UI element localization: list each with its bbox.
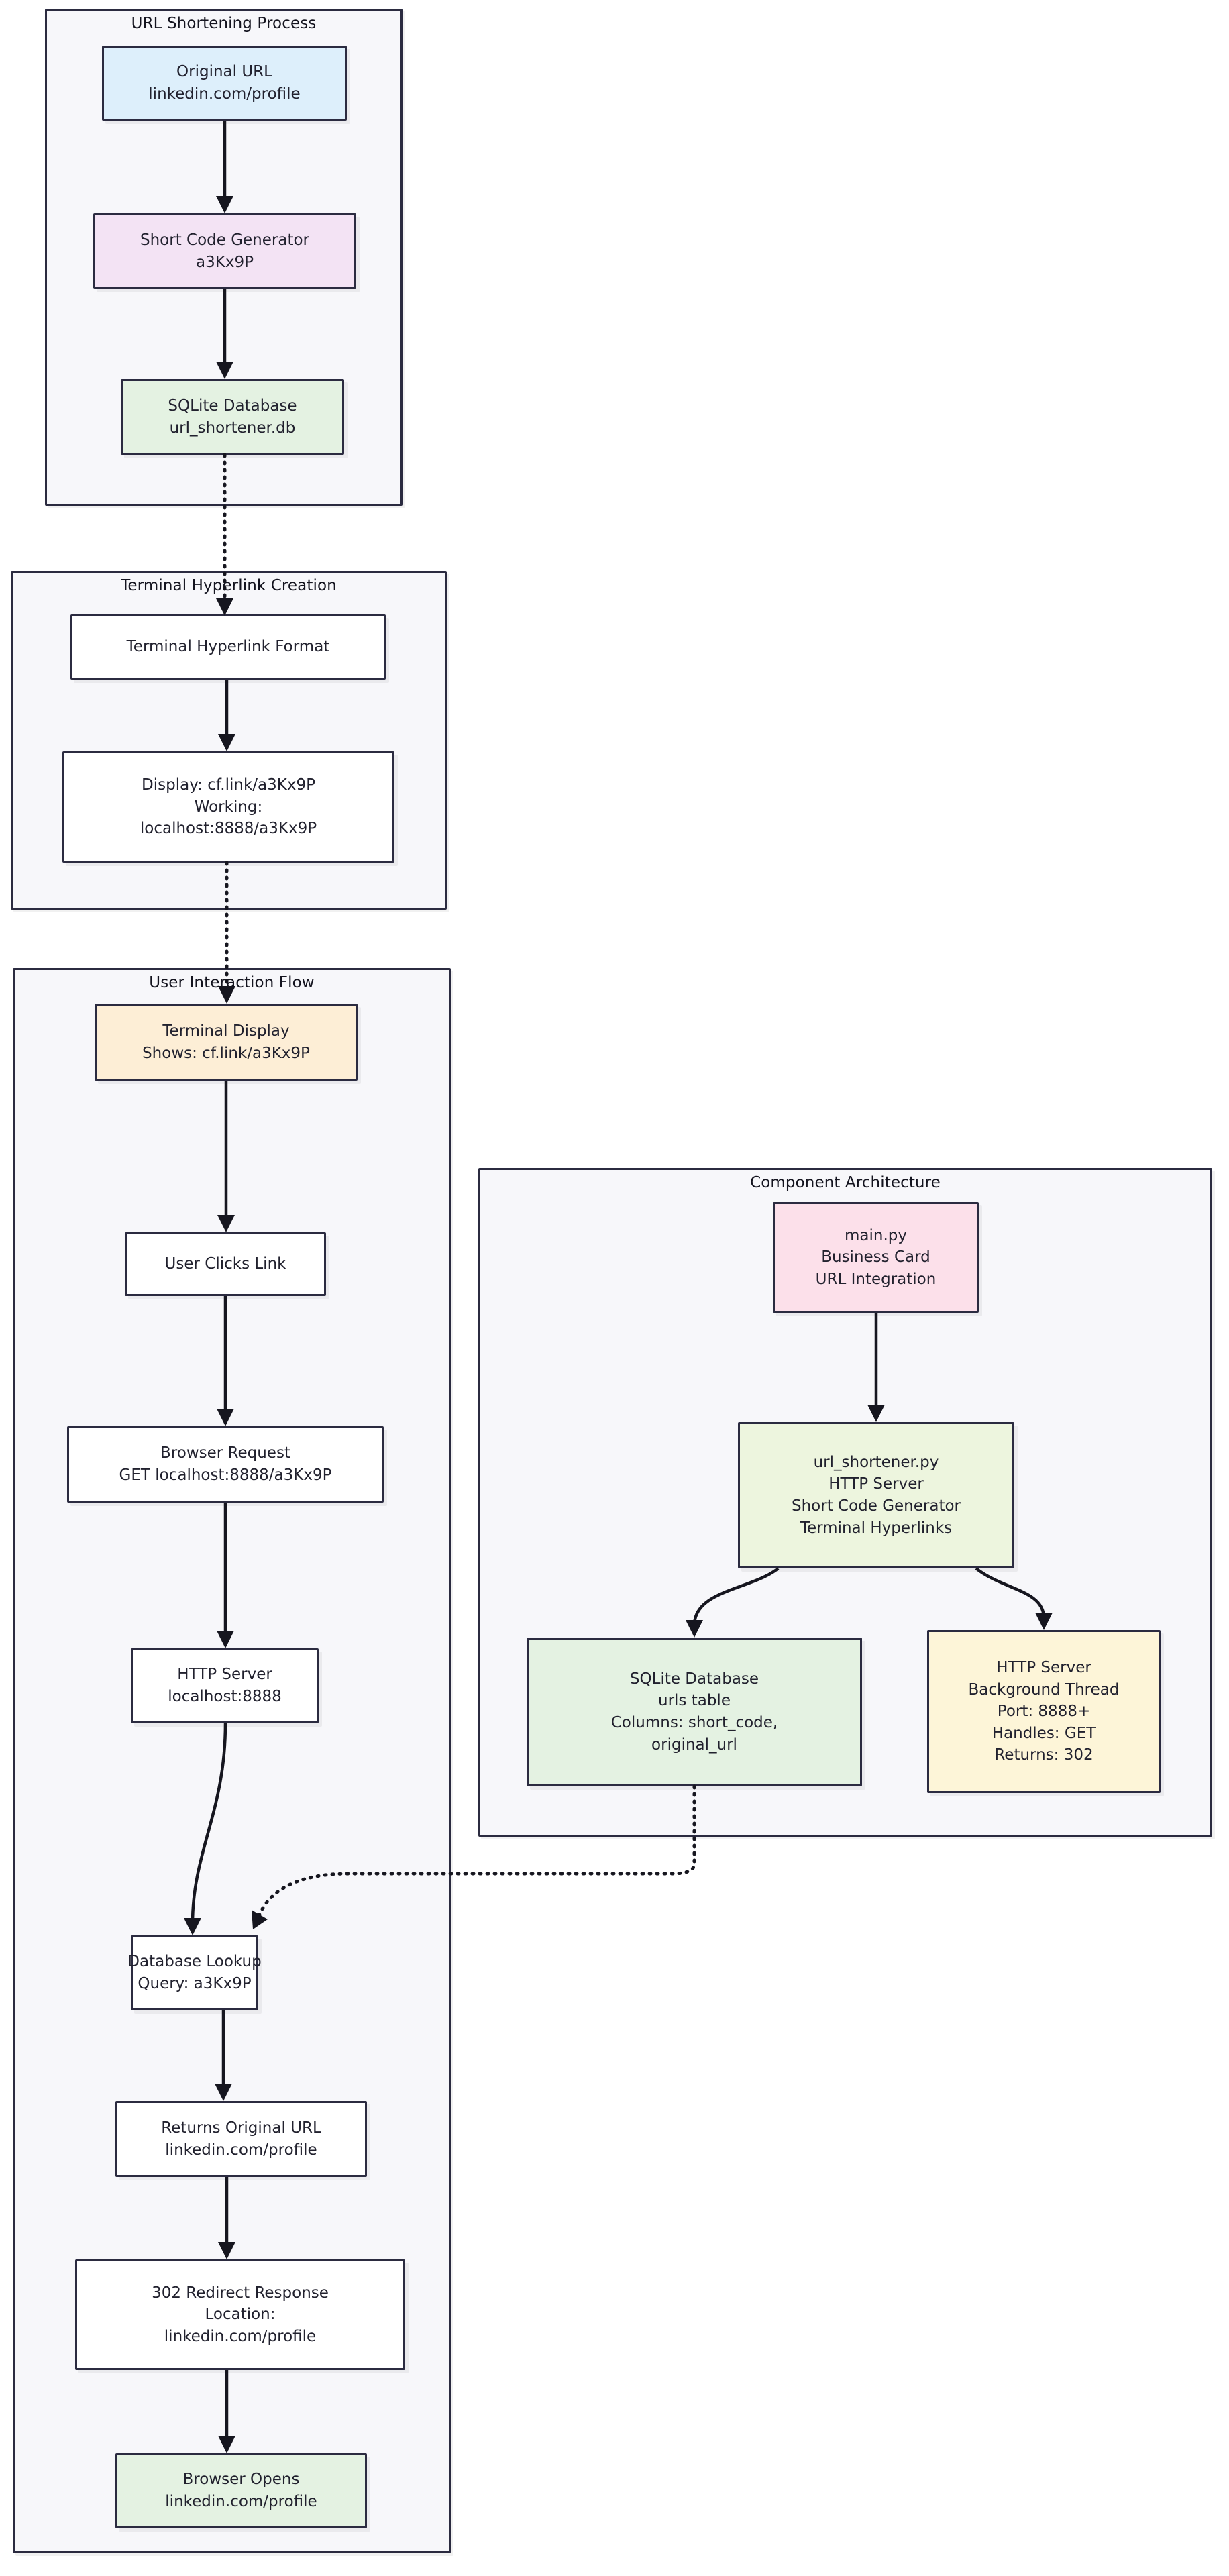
node-user-clicks-link[interactable]: User Clicks Link: [125, 1232, 326, 1296]
node-browser-opens-line-1: Browser Opens: [182, 2471, 300, 2489]
node-returns-original-url-line-1: Returns Original URL: [161, 2118, 321, 2137]
node-url-shortener-py-line-2: HTTP Server: [829, 1475, 924, 1493]
node-sqlite-database-file[interactable]: SQLite Database url_shortener.db: [121, 379, 344, 455]
node-short-code-generator-line-2: a3Kx9P: [196, 253, 254, 271]
node-database-lookup-line-2: Query: a3Kx9P: [138, 1975, 252, 1992]
node-sqlite-database-file-line-1: SQLite Database: [168, 396, 297, 415]
node-database-lookup[interactable]: Database Lookup Query: a3Kx9P: [127, 1935, 262, 2010]
node-display-working[interactable]: Display: cf.link/a3Kx9P Working: localho…: [62, 751, 394, 863]
node-display-working-line-3: localhost:8888/a3Kx9P: [140, 820, 317, 838]
node-sqlite-urls-table-line-3: Columns: short_code,: [610, 1714, 778, 1731]
node-main-py-line-2: Business Card: [821, 1248, 930, 1267]
node-url-shortener-py-line-1: url_shortener.py: [813, 1453, 939, 1471]
node-browser-opens[interactable]: Browser Opens linkedin.com/profile: [115, 2453, 367, 2528]
node-http-server-thread-line-4: Handles: GET: [992, 1724, 1096, 1742]
node-302-redirect-response[interactable]: 302 Redirect Response Location: linkedin…: [75, 2259, 405, 2370]
subgraph-title-component-architecture: Component Architecture: [750, 1174, 941, 1191]
node-http-server-thread-line-5: Returns: 302: [994, 1746, 1093, 1764]
node-url-shortener-py-line-4: Terminal Hyperlinks: [800, 1519, 953, 1537]
node-main-py-line-3: URL Integration: [815, 1270, 937, 1288]
node-url-shortener-py[interactable]: url_shortener.py HTTP Server Short Code …: [738, 1422, 1014, 1568]
node-main-py[interactable]: main.py Business Card URL Integration: [773, 1202, 979, 1313]
node-sqlite-urls-table[interactable]: SQLite Database urls table Columns: shor…: [527, 1638, 862, 1786]
node-sqlite-urls-table-line-4: original_url: [651, 1735, 737, 1754]
node-returns-original-url[interactable]: Returns Original URL linkedin.com/profil…: [115, 2101, 367, 2177]
node-browser-request[interactable]: Browser Request GET localhost:8888/a3Kx9…: [67, 1426, 384, 1503]
node-returns-original-url-line-2: linkedin.com/profile: [165, 2141, 317, 2159]
node-short-code-generator[interactable]: Short Code Generator a3Kx9P: [93, 213, 356, 289]
node-terminal-hyperlink-format[interactable]: Terminal Hyperlink Format: [70, 614, 386, 680]
node-302-redirect-response-line-1: 302 Redirect Response: [152, 2284, 329, 2302]
subgraph-title-user-interaction-flow: User Interaction Flow: [149, 974, 315, 991]
node-browser-request-line-2: GET localhost:8888/a3Kx9P: [119, 1466, 332, 1484]
node-short-code-generator-line-1: Short Code Generator: [140, 231, 310, 249]
node-sqlite-database-file-line-2: url_shortener.db: [169, 419, 296, 437]
node-user-clicks-link-line-1: User Clicks Link: [164, 1255, 286, 1273]
node-302-redirect-response-line-3: linkedin.com/profile: [164, 2327, 317, 2345]
node-http-server[interactable]: HTTP Server localhost:8888: [131, 1648, 319, 1723]
node-http-server-thread-line-3: Port: 8888+: [997, 1703, 1091, 1721]
node-main-py-line-1: main.py: [845, 1226, 907, 1244]
node-terminal-display-line-1: Terminal Display: [162, 1022, 290, 1040]
node-302-redirect-response-line-2: Location:: [205, 2306, 276, 2324]
node-database-lookup-line-1: Database Lookup: [127, 1953, 262, 1971]
node-display-working-line-1: Display: cf.link/a3Kx9P: [142, 776, 315, 794]
node-browser-request-line-1: Browser Request: [160, 1444, 290, 1462]
node-original-url[interactable]: Original URL linkedin.com/profile: [102, 46, 347, 121]
node-http-server-line-2: localhost:8888: [168, 1688, 282, 1705]
node-terminal-hyperlink-format-line-1: Terminal Hyperlink Format: [126, 638, 330, 656]
node-terminal-display-line-2: Shows: cf.link/a3Kx9P: [142, 1044, 310, 1062]
node-http-server-thread-line-2: Background Thread: [968, 1680, 1120, 1699]
node-terminal-display[interactable]: Terminal Display Shows: cf.link/a3Kx9P: [95, 1004, 358, 1081]
node-browser-opens-line-2: linkedin.com/profile: [165, 2493, 317, 2510]
subgraph-title-url-shortening-process: URL Shortening Process: [131, 15, 317, 32]
node-http-server-thread-line-1: HTTP Server: [996, 1658, 1091, 1676]
node-http-server-line-1: HTTP Server: [177, 1666, 272, 1684]
subgraph-title-terminal-hyperlink-creation: Terminal Hyperlink Creation: [121, 577, 337, 594]
node-original-url-line-2: linkedin.com/profile: [148, 85, 301, 103]
node-sqlite-urls-table-line-1: SQLite Database: [629, 1670, 759, 1688]
node-display-working-line-2: Working:: [194, 798, 263, 816]
node-http-server-background-thread[interactable]: HTTP Server Background Thread Port: 8888…: [927, 1630, 1161, 1793]
node-url-shortener-py-line-3: Short Code Generator: [791, 1497, 961, 1515]
node-sqlite-urls-table-line-2: urls table: [658, 1692, 731, 1710]
node-original-url-line-1: Original URL: [176, 63, 272, 81]
